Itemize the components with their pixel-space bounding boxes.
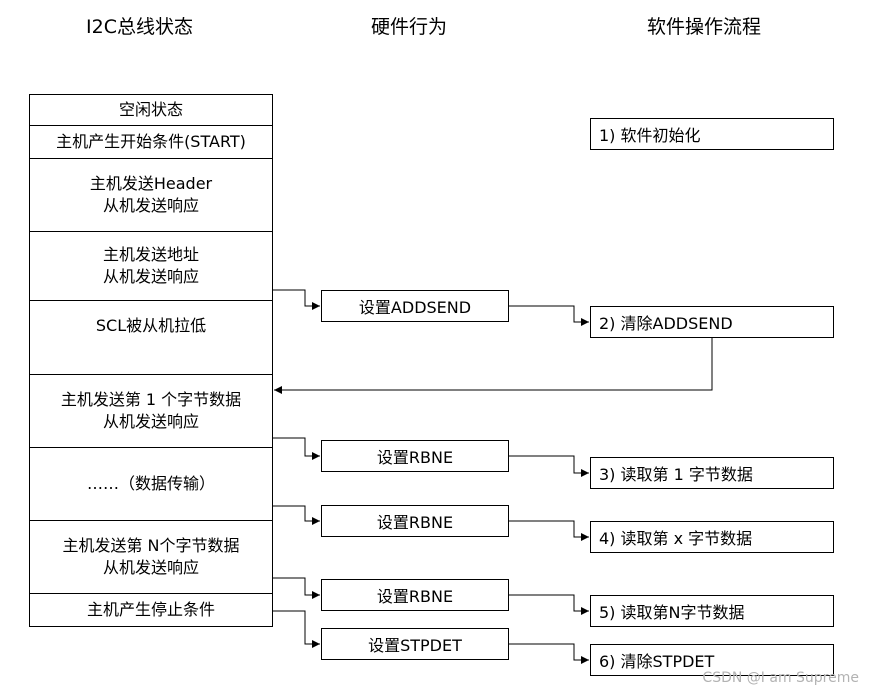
state-sublabel: 从机发送响应 [102,196,199,215]
sw-read-byte-x: 4) 读取第 x 字节数据 [590,521,834,553]
states-column-header: I2C总线状态 [86,16,193,38]
state-sublabel: 从机发送响应 [102,412,199,431]
state-send-address: 主机发送地址 从机发送响应 [29,232,273,301]
state-label: 空闲状态 [118,100,183,119]
state-label: 主机发送Header [89,174,213,193]
hw-label: 设置RBNE [376,448,454,467]
arrow-byten-to-rbne [273,577,320,599]
state-label: 主机产生停止条件 [86,600,215,619]
state-start-condition: 主机产生开始条件(START) [29,126,273,159]
state-label: 主机发送第 N个字节数据 [62,536,240,555]
state-sublabel: 从机发送响应 [102,267,199,286]
sw-label: 4) 读取第 x 字节数据 [599,529,753,548]
sw-label: 1) 软件初始化 [599,126,701,145]
state-label: SCL被从机拉低 [95,316,207,335]
hw-label: 设置ADDSEND [358,298,472,317]
sw-clear-stpdet: 6) 清除STPDET [590,644,834,676]
state-label: 主机发送第 1 个字节数据 [60,390,242,409]
arrow-rbne-to-read-x [509,520,589,541]
state-send-header: 主机发送Header 从机发送响应 [29,159,273,232]
arrow-transfer-to-rbne [273,505,320,525]
arrow-rbne-to-read-n [509,594,589,615]
arrow-address-to-addsend [273,289,320,310]
state-label: ……（数据传输） [86,474,215,493]
arrow-rbne-to-read-1 [509,455,589,477]
hw-set-rbne-1: 设置RBNE [321,440,509,472]
sw-label: 6) 清除STPDET [599,652,715,671]
hw-set-rbne-3: 设置RBNE [321,579,509,611]
arrow-stpdet-to-clear [509,643,589,664]
hw-label: 设置RBNE [376,513,454,532]
sw-label: 3) 读取第 1 字节数据 [599,465,753,484]
sw-init: 1) 软件初始化 [590,118,834,150]
state-sublabel: 从机发送响应 [102,558,199,577]
state-stop-condition: 主机产生停止条件 [29,594,273,627]
arrow-addsend-to-clear [509,305,589,326]
watermark: CSDN @I am Supreme [702,670,859,686]
hw-label: 设置RBNE [376,587,454,606]
state-scl-stretch: SCL被从机拉低 [29,301,273,375]
software-column-header: 软件操作流程 [647,16,762,38]
sw-read-byte-n: 5) 读取第N字节数据 [590,595,834,627]
state-send-byte-1: 主机发送第 1 个字节数据 从机发送响应 [29,375,273,448]
state-idle: 空闲状态 [29,94,273,126]
sw-clear-addsend: 2) 清除ADDSEND [590,306,834,338]
sw-label: 5) 读取第N字节数据 [599,603,745,622]
hardware-column-header: 硬件行为 [371,16,448,38]
state-label: 主机产生开始条件(START) [56,132,246,151]
state-label: 主机发送地址 [102,245,199,264]
arrow-clear-addsend-to-byte1 [274,338,713,394]
hw-label: 设置STPDET [368,636,462,655]
state-data-transfer: ……（数据传输） [29,448,273,521]
arrow-stop-to-stpdet [273,610,320,648]
state-send-byte-n: 主机发送第 N个字节数据 从机发送响应 [29,521,273,594]
arrow-byte1-to-rbne [273,437,320,460]
sw-read-byte-1: 3) 读取第 1 字节数据 [590,457,834,489]
hw-set-stpdet: 设置STPDET [321,628,509,660]
hw-set-rbne-2: 设置RBNE [321,505,509,537]
sw-label: 2) 清除ADDSEND [599,314,733,333]
hw-set-addsend: 设置ADDSEND [321,290,509,322]
